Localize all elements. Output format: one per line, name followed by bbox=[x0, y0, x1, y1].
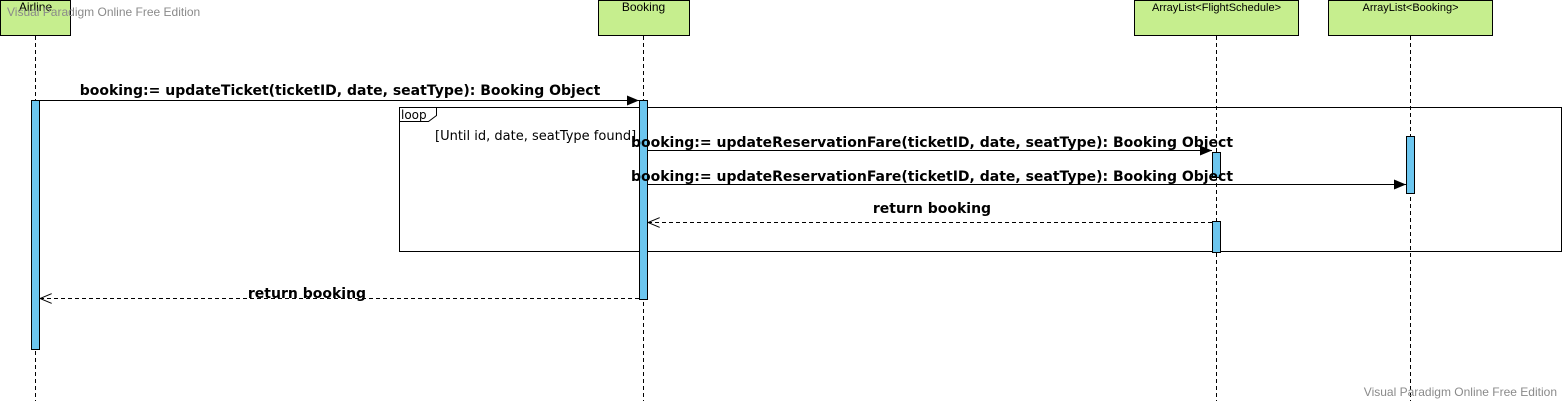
lifeline-booking-list-label: ArrayList<Booking> bbox=[1363, 2, 1459, 14]
loop-fragment[interactable]: loop [Until id, date, seatType found] bbox=[399, 107, 1562, 252]
watermark-top: Visual Paradigm Online Free Edition bbox=[7, 5, 200, 19]
lifeline-flight-schedule-list-label: ArrayList<FlightSchedule> bbox=[1152, 2, 1281, 14]
lifeline-airline-label: Airline bbox=[19, 0, 53, 14]
message-update-reservation-fare-flight-schedule[interactable]: booking:= updateReservationFare(ticketID… bbox=[631, 135, 1233, 156]
airline-activation bbox=[31, 100, 40, 350]
lifeline-flight-schedule-list[interactable]: ArrayList<FlightSchedule> bbox=[1134, 0, 1299, 36]
lifeline-booking-label: Booking bbox=[622, 0, 665, 14]
flight-schedule-list-activation-1 bbox=[1212, 152, 1221, 178]
lifeline-booking[interactable]: Booking bbox=[598, 0, 690, 36]
flight-schedule-list-activation-2 bbox=[1212, 221, 1221, 253]
message-update-ticket[interactable]: booking:= updateTicket(ticketID, date, s… bbox=[40, 83, 639, 106]
booking-list-activation bbox=[1406, 136, 1415, 194]
message-return-booking-inner-label: return booking bbox=[873, 201, 991, 217]
booking-activation bbox=[639, 100, 648, 300]
message-update-ticket-label: booking:= updateTicket(ticketID, date, s… bbox=[80, 83, 601, 99]
message-update-reservation-fare-booking-list-label: booking:= updateReservationFare(ticketID… bbox=[631, 169, 1233, 185]
message-update-reservation-fare-flight-schedule-label: booking:= updateReservationFare(ticketID… bbox=[631, 135, 1233, 151]
loop-label: loop bbox=[401, 108, 427, 122]
message-return-booking-inner[interactable]: return booking bbox=[648, 201, 1212, 223]
message-return-booking-outer-label: return booking bbox=[248, 286, 366, 302]
message-return-booking-outer[interactable]: return booking bbox=[40, 286, 639, 302]
lifeline-airline[interactable]: Airline bbox=[0, 0, 71, 36]
loop-guard: [Until id, date, seatType found] bbox=[435, 129, 636, 144]
watermark-bottom: Visual Paradigm Online Free Edition bbox=[1364, 385, 1557, 399]
message-update-reservation-fare-booking-list[interactable]: booking:= updateReservationFare(ticketID… bbox=[631, 169, 1406, 190]
lifeline-booking-list[interactable]: ArrayList<Booking> bbox=[1328, 0, 1493, 36]
